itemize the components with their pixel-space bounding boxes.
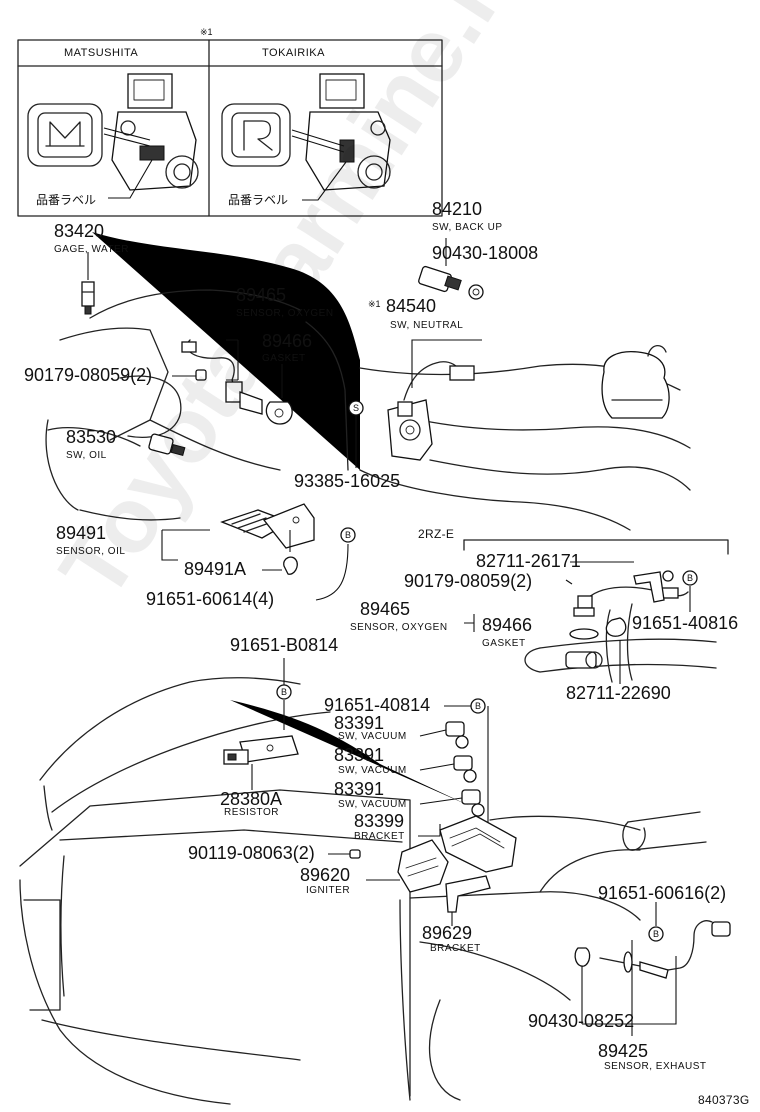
part-89425-desc: SENSOR, EXHAUST (604, 1061, 707, 1072)
part-89491-number[interactable]: 89491 (56, 523, 107, 543)
part-91651-b0814-number[interactable]: 91651-B0814 (230, 635, 339, 655)
inset-ref-mark: ※1 (200, 27, 213, 37)
marker-circles (276, 400, 698, 942)
tokairika-logo-icon (221, 103, 291, 167)
vacuum-switch-group-drawing (418, 705, 517, 873)
part-28380a-number[interactable]: 28380A (220, 789, 283, 809)
oil-level-sensor-drawing (161, 503, 315, 575)
part-83399-desc: BRACKET (354, 831, 405, 842)
gasket-upper-drawing (265, 364, 293, 425)
neutral-switch-drawing (387, 339, 482, 461)
part-89466-upper-desc: GASKET (262, 353, 306, 364)
part-84540-desc: SW, NEUTRAL (390, 320, 464, 331)
part-82711-26171-number[interactable]: 82711-26171 (476, 551, 581, 571)
part-83391-a-desc: SW, VACUUM (338, 731, 407, 742)
part-83391-b-number[interactable]: 83391 (334, 745, 385, 765)
part-89466-upper-number[interactable]: 89466 (262, 331, 313, 351)
part-90119-number[interactable]: 90119-08063(2) (188, 843, 315, 863)
part-83391-c-desc: SW, VACUUM (338, 799, 407, 810)
tokairika-header: TOKAIRIKA (262, 47, 325, 59)
matsushita-header: MATSUSHITA (64, 47, 139, 59)
part-89629-number[interactable]: 89629 (422, 923, 473, 943)
part-89466-lower-desc: GASKET (482, 638, 526, 649)
neutral-switch-matsushita-drawing (103, 73, 199, 199)
nut-upper-drawing (172, 369, 207, 381)
ref-mark-neutral: ※1 (368, 299, 381, 309)
oxygen-sensor-upper-drawing (181, 339, 263, 415)
part-90179-upper-number[interactable]: 90179-08059(2) (24, 365, 153, 385)
marker-b-resistor: B (281, 687, 288, 697)
part-93385-number[interactable]: 93385-16025 (294, 471, 401, 491)
part-28380a-desc: RESISTOR (224, 807, 279, 818)
marker-b-2rz: B (687, 573, 694, 583)
matsushita-logo-icon (27, 103, 103, 167)
part-91651-40816-number[interactable]: 91651-40816 (632, 613, 739, 633)
part-84540-number[interactable]: 84540 (386, 296, 437, 316)
part-89425-number[interactable]: 89425 (598, 1041, 649, 1061)
part-89491a-number[interactable]: 89491A (184, 559, 247, 579)
exhaust-sensor-drawing (574, 902, 731, 1036)
water-gage-sender-drawing (81, 252, 95, 315)
engine-code-2rz-e: 2RZ-E (418, 527, 455, 541)
part-91651-60616-number[interactable]: 91651-60616(2) (598, 883, 727, 903)
part-89465-lower-number[interactable]: 89465 (360, 599, 411, 619)
part-89466-lower-number[interactable]: 89466 (482, 615, 533, 635)
part-83399-number[interactable]: 83399 (354, 811, 405, 831)
marker-b-vacuum: B (475, 701, 482, 711)
part-89620-desc: IGNITER (306, 885, 351, 896)
part-number-label-right: 品番ラベル (228, 193, 289, 207)
part-91651-40814-number[interactable]: 91651-40814 (324, 695, 431, 715)
2rz-e-group-drawing (463, 539, 729, 684)
part-83420-number[interactable]: 83420 (54, 221, 105, 241)
part-89465-upper-desc: SENSOR, OXYGEN (236, 308, 334, 319)
part-83391-b-desc: SW, VACUUM (338, 765, 407, 776)
part-89629-desc: BRACKET (430, 943, 481, 954)
engine-outline (45, 232, 691, 531)
inset-box (17, 39, 443, 217)
part-91651-60614-number[interactable]: 91651-60614(4) (146, 589, 275, 609)
part-82711-22690-number[interactable]: 82711-22690 (566, 683, 671, 703)
part-89465-lower-desc: SENSOR, OXYGEN (350, 622, 448, 633)
part-83530-desc: SW, OIL (66, 450, 107, 461)
part-90430-18008-number[interactable]: 90430-18008 (432, 243, 539, 263)
part-90179-lower-number[interactable]: 90179-08059(2) (404, 571, 533, 591)
part-89465-upper-number[interactable]: 89465 (236, 285, 287, 305)
part-90430-08252-number[interactable]: 90430-08252 (528, 1011, 635, 1031)
part-89620-number[interactable]: 89620 (300, 865, 351, 885)
diagram-code: 840373G (698, 1093, 750, 1107)
part-83391-c-number[interactable]: 83391 (334, 779, 385, 799)
part-89491-desc: SENSOR, OIL (56, 546, 126, 557)
neutral-switch-tokairika-drawing (291, 73, 391, 201)
marker-b-exhaust: B (653, 929, 660, 939)
part-83530-number[interactable]: 83530 (66, 427, 117, 447)
vehicle-body-outline (19, 660, 707, 1105)
part-84210-desc: SW, BACK UP (432, 222, 503, 233)
part-83420-desc: GAGE, WATER (54, 244, 129, 255)
igniter-drawing (328, 839, 491, 926)
part-84210-number[interactable]: 84210 (432, 199, 483, 219)
marker-b-oil: B (345, 530, 352, 540)
resistor-drawing (223, 658, 299, 790)
backup-switch-drawing (418, 238, 484, 300)
oil-pressure-switch-drawing (47, 427, 186, 457)
marker-s: S (353, 403, 360, 413)
part-number-label-left: 品番ラベル (36, 193, 97, 207)
part-83391-a-number[interactable]: 83391 (334, 713, 385, 733)
